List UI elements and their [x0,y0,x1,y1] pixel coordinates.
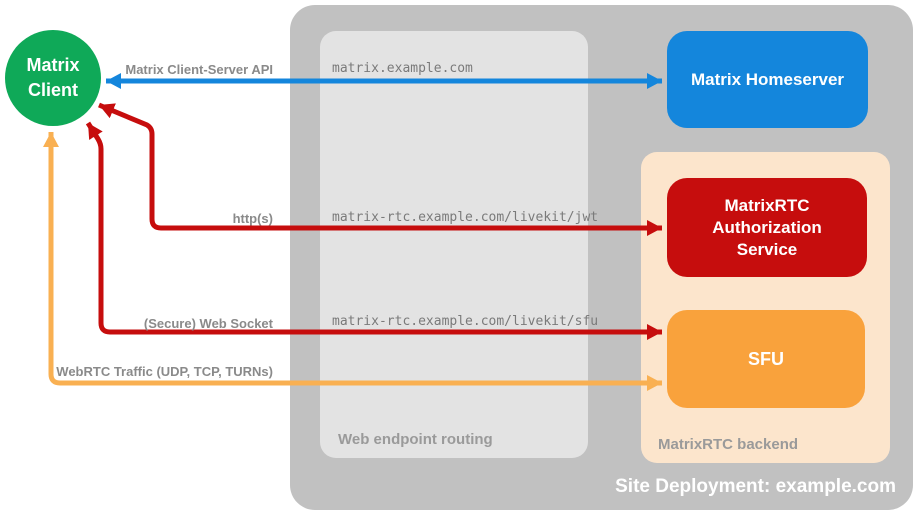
auth-service-label-line2: Authorization [712,217,822,237]
matrix-client-label-line1: Matrix [26,55,80,75]
endpoint-matrix-example-com: matrix.example.com [332,61,473,76]
sfu-label: SFU [748,349,784,369]
web-endpoint-routing-container: Web endpoint routing [320,31,588,458]
endpoint-livekit-jwt: matrix-rtc.example.com/livekit/jwt [332,210,599,225]
site-deployment-label: Site Deployment: example.com [615,476,896,497]
client-server-api-edge-label: Matrix Client-Server API [125,62,273,77]
https-edge-label: http(s) [232,211,273,226]
matrix-homeserver-node: Matrix Homeserver [667,31,868,128]
sfu-node: SFU [667,310,865,408]
matrixrtc-backend-label: MatrixRTC backend [658,436,799,453]
endpoint-livekit-sfu: matrix-rtc.example.com/livekit/sfu [332,314,599,329]
matrix-client-label-line2: Client [27,80,78,100]
matrix-homeserver-label: Matrix Homeserver [690,69,845,89]
auth-service-label-line1: MatrixRTC [724,195,810,215]
webrtc-traffic-edge-label: WebRTC Traffic (UDP, TCP, TURNs) [56,364,273,379]
matrixrtc-authorization-service-node: MatrixRTC Authorization Service [667,178,867,277]
matrix-client-node: Matrix Client [5,30,101,126]
websocket-edge-label: (Secure) Web Socket [143,316,273,331]
web-endpoint-routing-label: Web endpoint routing [338,431,493,448]
auth-service-label-line3: Service [736,239,798,259]
